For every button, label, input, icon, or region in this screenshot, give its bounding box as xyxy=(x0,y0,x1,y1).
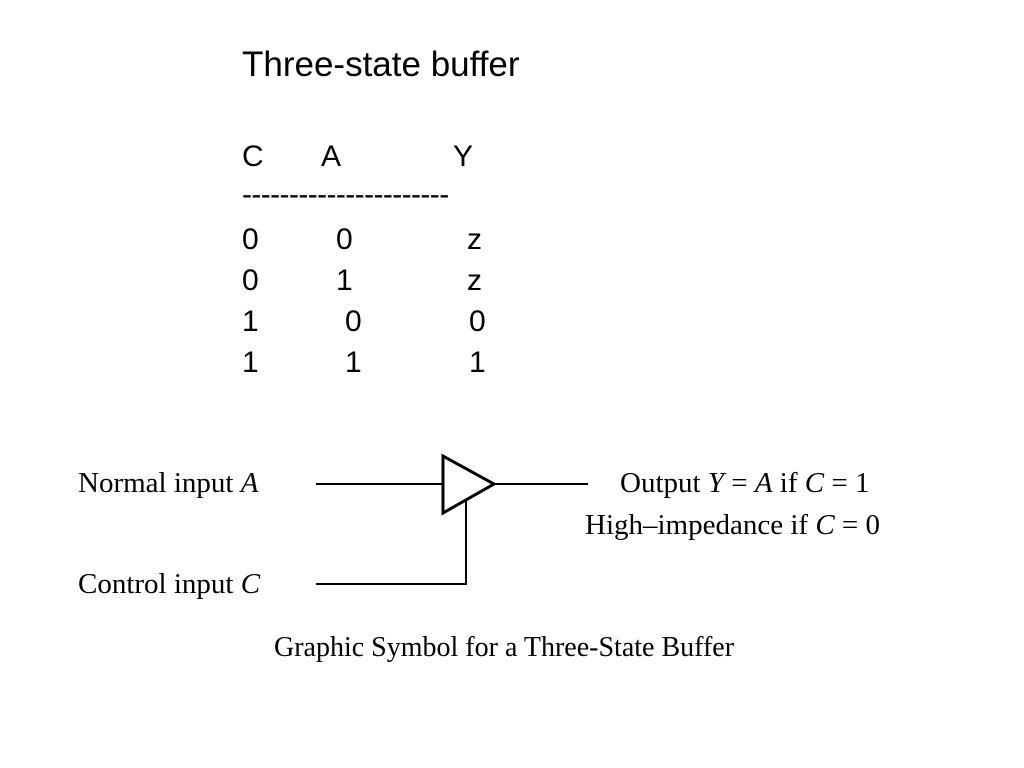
row-2-y: z xyxy=(467,264,482,297)
buffer-triangle xyxy=(441,453,498,516)
input-c-label: Control input C xyxy=(78,568,261,600)
row-1-c: 0 xyxy=(242,223,259,256)
output-label: Output Y = A if C = 1 xyxy=(620,467,870,499)
control-c-wire xyxy=(316,501,467,585)
row-2-c: 0 xyxy=(242,264,259,297)
slide-title: Three-state buffer xyxy=(242,45,520,84)
row-4-a: 1 xyxy=(345,346,362,379)
row-3-c: 1 xyxy=(242,305,259,338)
buffer-figure: Normal input A Control input C Output Y … xyxy=(76,446,956,668)
row-3-y: 0 xyxy=(469,305,486,338)
row-4-c: 1 xyxy=(242,346,259,379)
figure-caption: Graphic Symbol for a Three-State Buffer xyxy=(274,632,735,663)
header-c: C xyxy=(242,140,264,173)
table-divider: ---------------------- xyxy=(242,178,449,211)
header-y: Y xyxy=(453,140,474,173)
buffer-symbol-svg xyxy=(316,453,588,585)
input-a-label: Normal input A xyxy=(78,467,259,499)
row-4-y: 1 xyxy=(469,346,486,379)
row-2-a: 1 xyxy=(336,264,353,297)
row-1-y: z xyxy=(467,223,482,256)
row-1-a: 0 xyxy=(336,223,353,256)
header-a: A xyxy=(321,140,342,173)
high-impedance-label: High–impedance if C = 0 xyxy=(585,509,881,541)
row-3-a: 0 xyxy=(345,305,362,338)
